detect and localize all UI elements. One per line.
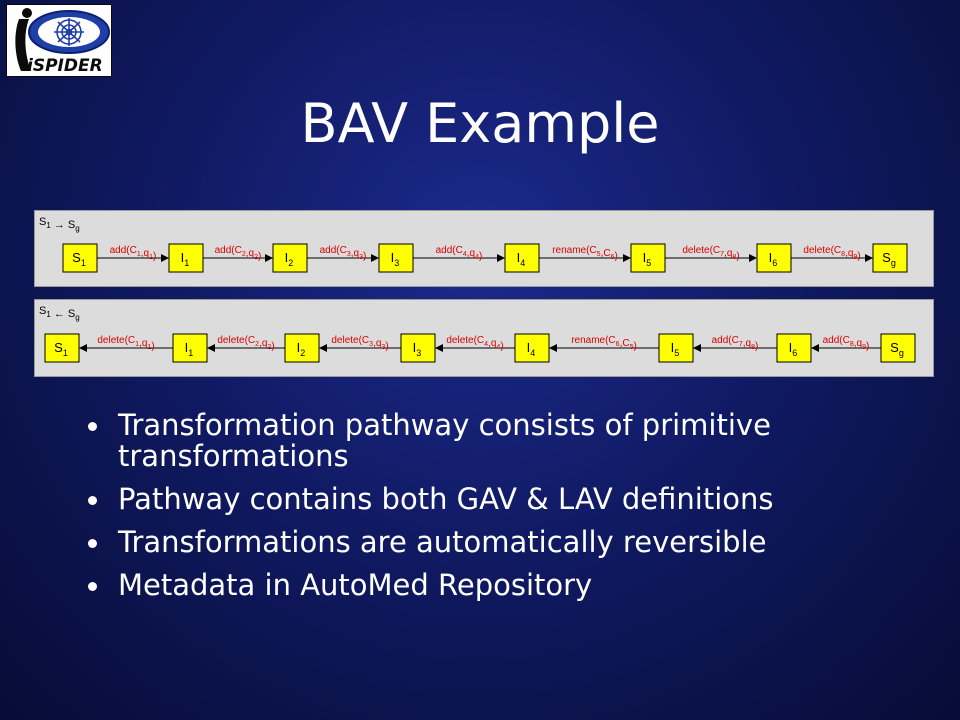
transformation-label: add(C8,q9) — [823, 335, 870, 352]
schema-node: S1 — [44, 333, 80, 363]
schema-node-label: I5 — [643, 250, 652, 268]
schema-node: I1 — [168, 243, 204, 273]
schema-node-label: I6 — [789, 340, 798, 358]
schema-node-label: I2 — [297, 340, 306, 358]
transformation-label: delete(C1,q1) — [97, 335, 154, 352]
schema-node: I4 — [514, 333, 550, 363]
transformation-label: delete(C2,q2) — [217, 335, 274, 352]
transformation-label: delete(C3,q3) — [331, 335, 388, 352]
bullet-text: Pathway contains both GAV & LAV definiti… — [118, 482, 774, 516]
bullet-item: Pathway contains both GAV & LAV definiti… — [84, 484, 904, 515]
schema-node: I5 — [630, 243, 666, 273]
schema-node-label: I2 — [285, 250, 294, 268]
bullet-item: Transformation pathway consists of primi… — [84, 410, 904, 472]
transformation-label: add(C2,q2) — [215, 245, 262, 262]
schema-node-label: Sg — [890, 340, 904, 358]
schema-node: S1 — [62, 243, 98, 273]
schema-node-label: I1 — [181, 250, 190, 268]
transformation-label: delete(C7,q8) — [682, 245, 739, 262]
pathway-panel-backward: S1 ← Sg delete(C1,q1) delete(C2,q2) delete(… — [34, 299, 934, 377]
schema-node-label: Sg — [882, 250, 896, 268]
schema-node: Sg — [872, 243, 908, 273]
schema-node: I3 — [378, 243, 414, 273]
schema-node-label: I6 — [769, 250, 778, 268]
logo-text: iSPIDER — [27, 56, 103, 76]
bullet-text: Metadata in AutoMed Repository — [118, 568, 593, 602]
bullet-text: Transformation pathway consists of primi… — [118, 408, 771, 473]
schema-node: Sg — [880, 333, 916, 363]
schema-node-label: I4 — [517, 250, 526, 268]
schema-node-label: I4 — [527, 340, 536, 358]
bullet-dot-icon — [88, 539, 97, 548]
schema-node-label: I5 — [671, 340, 680, 358]
pathway-heading: S1 → Sg — [39, 216, 80, 233]
schema-node: I6 — [756, 243, 792, 273]
schema-node: I5 — [658, 333, 694, 363]
transformation-label: add(C3,q3) — [320, 245, 367, 262]
schema-node: I4 — [504, 243, 540, 273]
schema-node-label: I3 — [391, 250, 400, 268]
bullet-dot-icon — [88, 496, 97, 505]
ispider-logo: iSPIDER — [6, 4, 112, 77]
schema-node: I6 — [776, 333, 812, 363]
pathway-diagram-forward: S1 → Sg add(C1,q1) add(C2,q2) add(C3,q3) add… — [39, 216, 908, 273]
transformation-label: rename(C5,C6) — [552, 245, 618, 262]
schema-node-label: S1 — [72, 250, 86, 268]
schema-node: I1 — [172, 333, 208, 363]
schema-node-label: S1 — [54, 340, 68, 358]
bullet-item: Transformations are automatically revers… — [84, 527, 904, 558]
slide-title: BAV Example — [300, 92, 660, 155]
transformation-label: add(C7,q8) — [712, 335, 759, 352]
schema-node: I2 — [284, 333, 320, 363]
bullet-list: Transformation pathway consists of primi… — [84, 410, 904, 613]
pathway-diagram-backward: S1 ← Sg delete(C1,q1) delete(C2,q2) delete(… — [39, 305, 916, 363]
transformation-label: rename(C6,C5) — [571, 335, 637, 352]
schema-node-label: I1 — [185, 340, 194, 358]
transformation-label: add(C4,q4) — [436, 245, 483, 262]
pathway-heading: S1 ← Sg — [39, 305, 80, 322]
schema-node: I2 — [272, 243, 308, 273]
schema-node: I3 — [400, 333, 436, 363]
transformation-label: add(C1,q1) — [110, 245, 157, 262]
bullet-text: Transformations are automatically revers… — [118, 525, 767, 559]
bullet-dot-icon — [88, 422, 97, 431]
transformation-label: delete(C8,q9) — [803, 245, 860, 262]
bullet-dot-icon — [88, 582, 97, 591]
schema-node-label: I3 — [413, 340, 422, 358]
pathway-panel-forward: S1 → Sg add(C1,q1) add(C2,q2) add(C3,q3) add… — [34, 210, 934, 287]
bullet-item: Metadata in AutoMed Repository — [84, 570, 904, 601]
transformation-label: delete(C4,q4) — [446, 335, 503, 352]
